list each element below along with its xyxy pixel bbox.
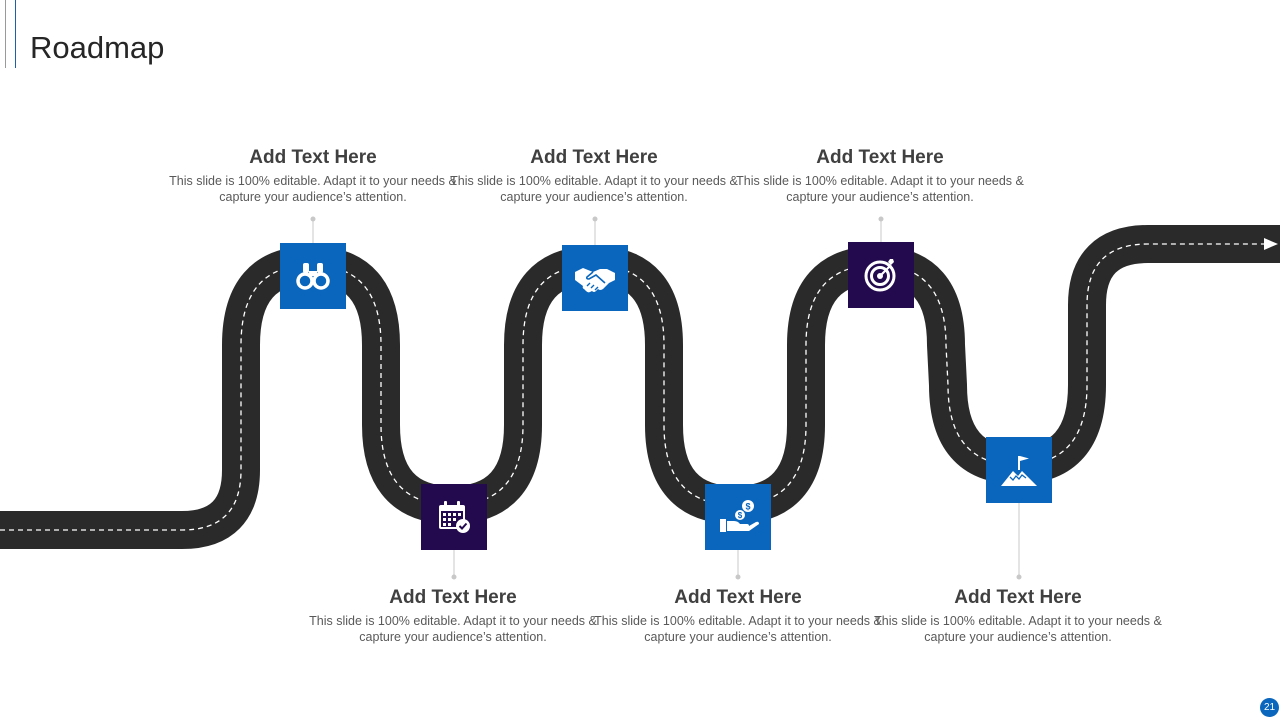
milestone-3-text: Add Text Here This slide is 100% editabl…	[444, 147, 744, 205]
milestone-heading: Add Text Here	[816, 147, 944, 168]
milestone-2-icon-box	[421, 484, 487, 550]
calendar-check-icon	[439, 501, 470, 533]
milestone-6-text: Add Text Here This slide is 100% editabl…	[868, 587, 1168, 645]
milestone-4-icon-box: $ $	[705, 484, 771, 550]
binoculars-icon	[296, 263, 330, 290]
milestone-4-text: Add Text Here This slide is 100% editabl…	[588, 587, 888, 645]
handshake-icon	[575, 268, 615, 293]
road-arrow-icon	[1264, 238, 1278, 250]
milestone-description: This slide is 100% editable. Adapt it to…	[169, 174, 457, 204]
milestone-heading: Add Text Here	[530, 147, 658, 168]
hand-money-icon: $ $	[720, 500, 759, 532]
milestone-description: This slide is 100% editable. Adapt it to…	[450, 174, 738, 204]
mountain-flag-icon	[1001, 456, 1037, 486]
milestone-heading: Add Text Here	[389, 587, 517, 608]
milestone-5-text: Add Text Here This slide is 100% editabl…	[730, 147, 1030, 205]
svg-text:$: $	[738, 511, 743, 520]
milestone-5-icon-box	[848, 242, 914, 308]
accent-line-blue	[15, 0, 16, 68]
connector-dots	[310, 216, 1022, 580]
milestone-heading: Add Text Here	[674, 587, 802, 608]
milestone-description: This slide is 100% editable. Adapt it to…	[309, 614, 597, 644]
milestone-1-text: Add Text Here This slide is 100% editabl…	[163, 147, 463, 205]
target-icon	[864, 259, 896, 292]
milestone-description: This slide is 100% editable. Adapt it to…	[736, 174, 1024, 204]
svg-text:$: $	[745, 502, 750, 512]
milestone-heading: Add Text Here	[249, 147, 377, 168]
slide-title: Roadmap	[30, 30, 165, 65]
road-path	[0, 225, 1280, 549]
milestone-2-text: Add Text Here This slide is 100% editabl…	[303, 587, 603, 645]
milestone-description: This slide is 100% editable. Adapt it to…	[874, 614, 1162, 644]
milestone-heading: Add Text Here	[954, 587, 1082, 608]
milestone-6-icon-box	[986, 437, 1052, 503]
connector-lines	[312, 219, 1020, 577]
milestone-1-icon-box	[280, 243, 346, 309]
milestone-3-icon-box	[562, 245, 628, 311]
milestone-description: This slide is 100% editable. Adapt it to…	[594, 614, 882, 644]
page-number-badge: 21	[1260, 698, 1279, 717]
accent-line-gray	[5, 0, 6, 68]
